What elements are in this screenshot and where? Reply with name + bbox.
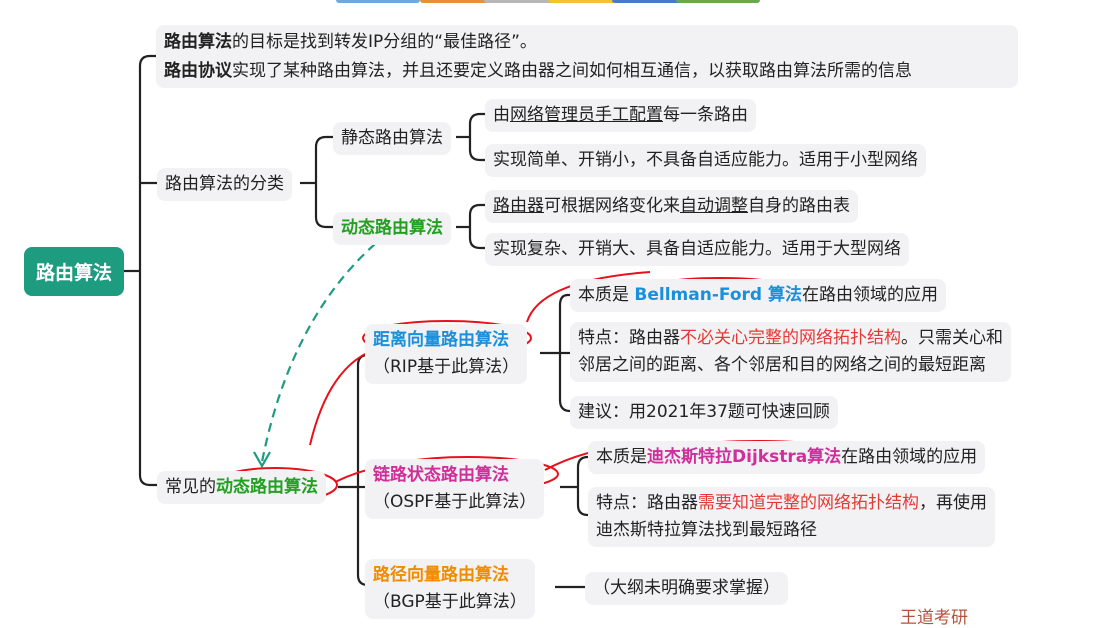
text: 每一条路由 xyxy=(663,105,748,125)
intro-line2-text: 实现了某种路由算法，并且还要定义路由器之间如何相互通信，以获取路由算法所需的信息 xyxy=(232,61,912,81)
root-node[interactable]: 路由算法 xyxy=(24,247,124,296)
swatch-blue[interactable] xyxy=(336,0,420,3)
intro-line1-bold: 路由算法 xyxy=(164,32,232,52)
text: 由 xyxy=(493,105,510,125)
link-state-name: 链路状态路由算法 xyxy=(373,465,509,485)
underlined-text: 网络管理员手工配置 xyxy=(510,105,663,125)
node-classification[interactable]: 路由算法的分类 xyxy=(157,168,292,201)
text: 可根据网络变化来 xyxy=(544,196,680,216)
node-common[interactable]: 常见的动态路由算法 xyxy=(157,471,326,504)
text: 邻居之间的距离、各个邻居和目的网络之间的最短距离 xyxy=(578,355,986,375)
highlight-text: 不必关心完整的网络拓扑结构 xyxy=(680,328,901,348)
link-state-feature[interactable]: 特点：路由器需要知道完整的网络拓扑结构，再使用 迪杰斯特拉算法找到最短路径 xyxy=(588,487,995,547)
static-item-1[interactable]: 由网络管理员手工配置每一条路由 xyxy=(485,99,756,132)
distance-feature[interactable]: 特点：路由器不必关心完整的网络拓扑结构。只需关心和 邻居之间的距离、各个邻居和目… xyxy=(570,322,1011,382)
intro-note[interactable]: 路由算法的目标是找到转发IP分组的“最佳路径”。 路由协议实现了某种路由算法，并… xyxy=(156,25,1018,88)
text: 特点：路由器 xyxy=(578,328,680,348)
static-item-2[interactable]: 实现简单、开销小，不具备自适应能力。适用于小型网络 xyxy=(485,144,926,177)
link-state-essence[interactable]: 本质是迪杰斯特拉Dijkstra算法在路由领域的应用 xyxy=(588,441,986,474)
intro-line2-bold: 路由协议 xyxy=(164,61,232,81)
text: 在路由领域的应用 xyxy=(801,285,938,305)
distance-vector-note: （RIP基于此算法） xyxy=(373,357,520,377)
highlight-text: 迪杰斯特拉Dijkstra算法 xyxy=(647,447,842,467)
highlight-text: Bellman-Ford 算法 xyxy=(634,285,802,305)
text: 。只需关心和 xyxy=(901,328,1003,348)
node-path-vector[interactable]: 路径向量路由算法 （BGP基于此算法） xyxy=(365,559,535,619)
intro-line1-text: 的目标是找到转发IP分组的“最佳路径”。 xyxy=(232,32,537,52)
text: 特点：路由器 xyxy=(596,493,698,513)
swatch-yellow[interactable] xyxy=(548,0,632,3)
text: ，再使用 xyxy=(919,493,987,513)
text: 常见的 xyxy=(165,477,216,497)
highlight-text: 动态路由算法 xyxy=(216,477,318,497)
node-link-state[interactable]: 链路状态路由算法 （OSPF基于此算法） xyxy=(365,459,545,519)
dynamic-item-2[interactable]: 实现复杂、开销大、具备自适应能力。适用于大型网络 xyxy=(485,233,909,266)
underlined-text: 自动调整 xyxy=(680,196,748,216)
underlined-text: 路由器 xyxy=(493,196,544,216)
text: 本质是 xyxy=(596,447,647,467)
swatch-orange[interactable] xyxy=(420,0,504,3)
text: 迪杰斯特拉算法找到最短路径 xyxy=(596,520,817,540)
highlight-text: 需要知道完整的网络拓扑结构 xyxy=(698,493,919,513)
dynamic-item-1[interactable]: 路由器可根据网络变化来自动调整自身的路由表 xyxy=(485,190,858,223)
node-dynamic[interactable]: 动态路由算法 xyxy=(333,212,451,245)
swatch-gray[interactable] xyxy=(484,0,568,3)
path-vector-name: 路径向量路由算法 xyxy=(373,565,509,585)
path-vector-note: （BGP基于此算法） xyxy=(373,592,527,612)
dynamic-link-arrow xyxy=(260,243,376,463)
text: 在路由领域的应用 xyxy=(841,447,978,467)
text: 自身的路由表 xyxy=(748,196,850,216)
path-vector-remark[interactable]: （大纲未明确要求掌握） xyxy=(585,572,788,605)
distance-essence[interactable]: 本质是 Bellman-Ford 算法在路由领域的应用 xyxy=(570,279,946,312)
node-static[interactable]: 静态路由算法 xyxy=(333,122,451,155)
distance-vector-name: 距离向量路由算法 xyxy=(373,330,509,350)
node-distance-vector[interactable]: 距离向量路由算法 （RIP基于此算法） xyxy=(365,324,528,384)
text: 本质是 xyxy=(578,285,635,305)
swatch-darkblue[interactable] xyxy=(612,0,696,3)
link-state-note: （OSPF基于此算法） xyxy=(373,492,537,512)
distance-suggestion[interactable]: 建议：用2021年37题可快速回顾 xyxy=(570,396,838,429)
swatch-green[interactable] xyxy=(676,0,760,3)
